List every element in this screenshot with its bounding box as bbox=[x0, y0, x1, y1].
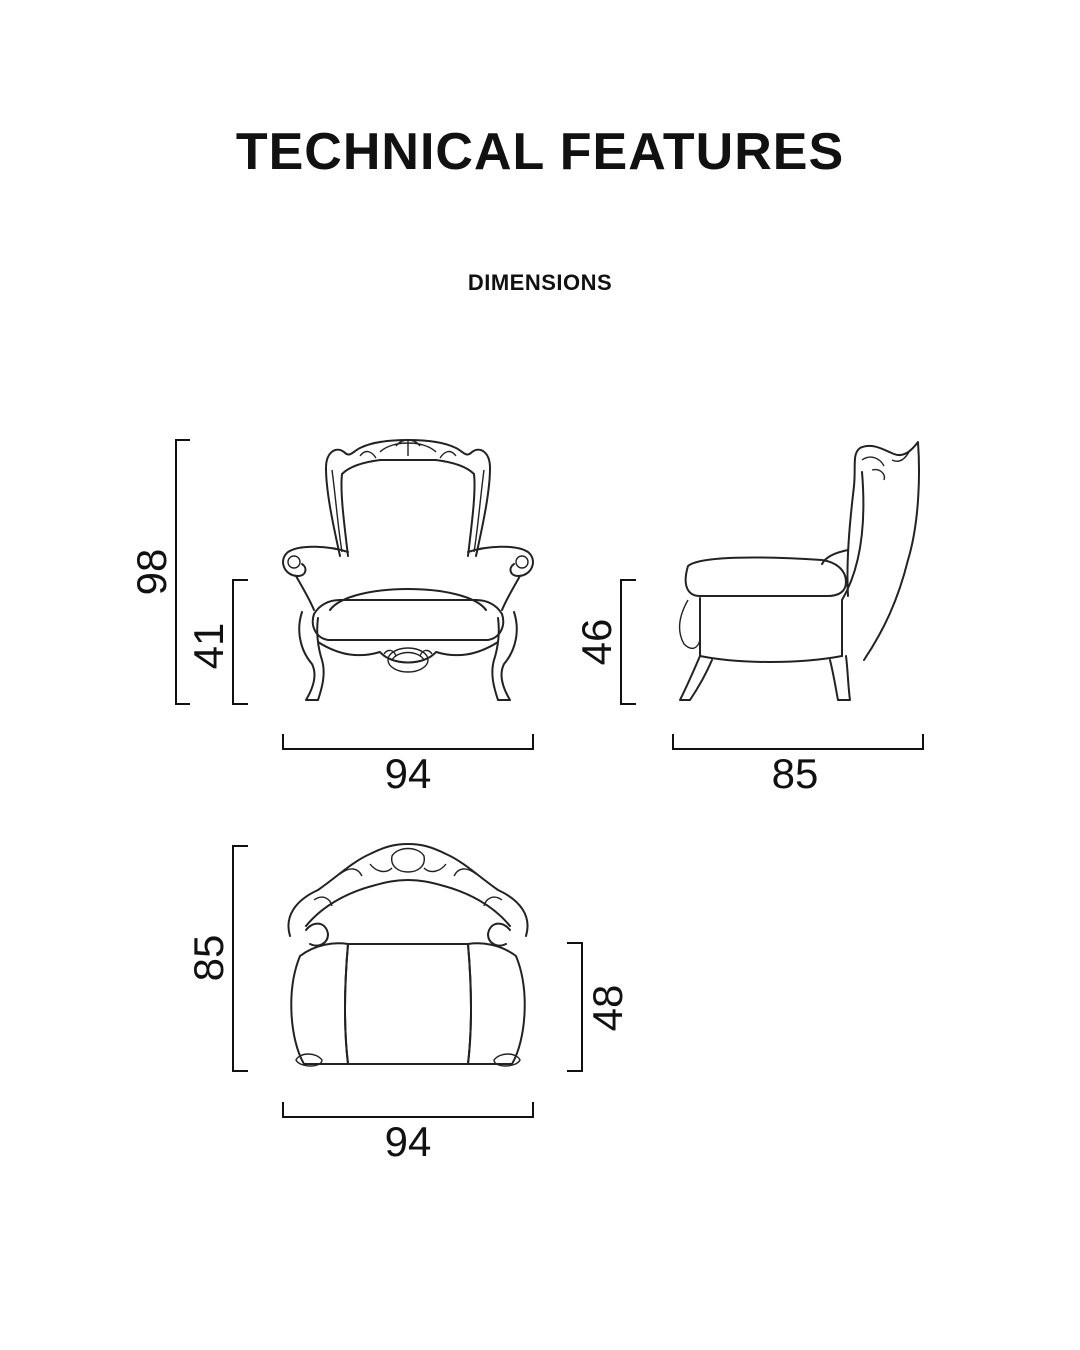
front-width-bracket bbox=[282, 734, 534, 750]
page-title: TECHNICAL FEATURES bbox=[235, 123, 845, 181]
top-width-label: 94 bbox=[385, 1118, 432, 1165]
side-seat-height-bracket bbox=[620, 579, 636, 705]
front-total-height-bracket bbox=[175, 439, 190, 705]
section-subtitle: DIMENSIONS bbox=[467, 270, 613, 295]
side-depth-bracket bbox=[672, 734, 924, 750]
top-seat-depth-bracket bbox=[567, 942, 583, 1072]
side-chair-illustration bbox=[678, 441, 920, 701]
side-seat-height-label: 46 bbox=[573, 619, 620, 666]
top-depth-label: 85 bbox=[185, 935, 232, 982]
top-chair-illustration bbox=[287, 843, 529, 1067]
top-depth-bracket bbox=[232, 845, 248, 1072]
front-seat-height-label: 41 bbox=[185, 623, 232, 670]
side-view: 46 85 bbox=[573, 441, 924, 797]
front-width-label: 94 bbox=[385, 750, 432, 797]
front-total-height-label: 98 bbox=[128, 549, 175, 596]
top-width-bracket bbox=[282, 1102, 534, 1118]
side-depth-label: 85 bbox=[772, 750, 819, 797]
front-view: 98 41 94 bbox=[128, 439, 534, 797]
front-seat-height-bracket bbox=[232, 579, 248, 705]
top-seat-depth-label: 48 bbox=[584, 985, 631, 1032]
top-view: 85 48 94 bbox=[185, 843, 631, 1165]
front-chair-illustration bbox=[282, 439, 534, 701]
